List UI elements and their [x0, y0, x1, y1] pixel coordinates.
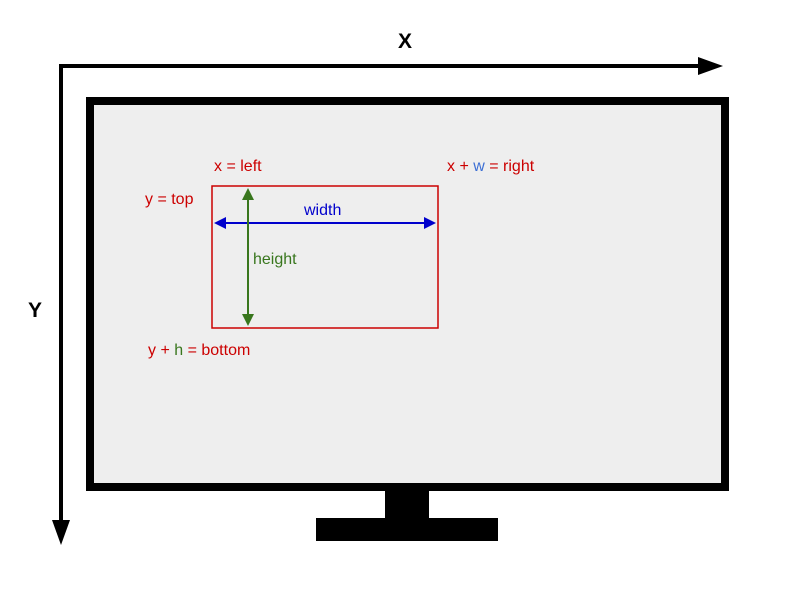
right-label-w: w — [472, 158, 485, 175]
x-axis-label: X — [398, 30, 412, 53]
top-label: y = top — [145, 191, 194, 208]
width-arrow — [214, 217, 436, 229]
bottom-label-h: h — [174, 342, 183, 359]
monitor-stand-base — [316, 518, 498, 541]
bounding-box — [211, 185, 439, 329]
right-label-suffix: = right — [485, 158, 535, 175]
height-arrowhead-bottom — [242, 314, 254, 326]
bottom-label: y + h = bottom — [148, 342, 250, 359]
width-arrowhead-left — [214, 217, 226, 229]
height-arrow — [242, 188, 254, 326]
axes: X Y — [28, 30, 723, 545]
y-axis-label: Y — [28, 299, 42, 322]
monitor — [86, 97, 729, 541]
left-label: x = left — [214, 158, 262, 175]
width-label: width — [303, 202, 341, 219]
right-label-prefix: x + — [447, 158, 473, 175]
height-label: height — [253, 251, 297, 268]
y-axis-arrowhead — [52, 520, 70, 545]
bottom-label-prefix: y + — [148, 342, 174, 359]
x-axis-arrowhead — [698, 57, 723, 75]
right-label: x + w = right — [447, 158, 535, 175]
bottom-label-suffix: = bottom — [183, 342, 250, 359]
monitor-neck — [385, 491, 429, 519]
width-arrowhead-right — [424, 217, 436, 229]
height-arrowhead-top — [242, 188, 254, 200]
monitor-screen — [86, 97, 729, 491]
